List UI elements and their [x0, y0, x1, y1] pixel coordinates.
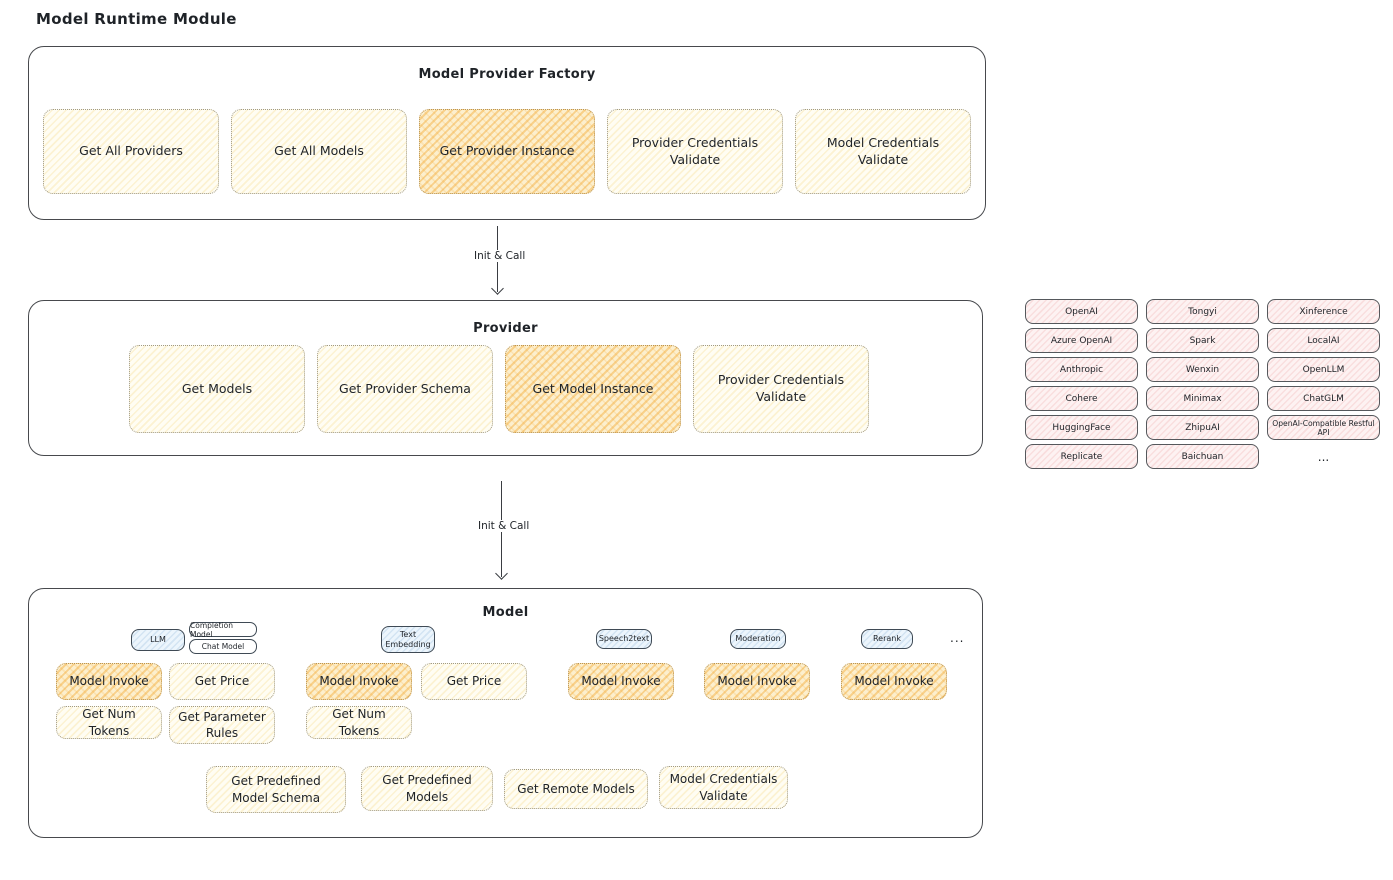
provider-item-azure-openai: Azure OpenAI [1025, 328, 1138, 353]
factory-panel: Model Provider Factory Get All Providers… [28, 46, 986, 220]
provider-item-localai: LocalAI [1267, 328, 1380, 353]
badge-text-embedding: Text Embedding [381, 626, 435, 653]
badge-rerank: Rerank [861, 629, 913, 649]
provider-item-anthropic: Anthropic [1025, 357, 1138, 382]
provider-item-zhipuai: ZhipuAI [1146, 415, 1259, 440]
node-get-model-instance: Get Model Instance [505, 345, 681, 433]
provider-panel: Provider Get Models Get Provider Schema … [28, 300, 983, 456]
model-types-ellipsis: ... [950, 631, 965, 645]
provider-item-chatglm: ChatGLM [1267, 386, 1380, 411]
provider-title: Provider [473, 321, 538, 336]
arrow-label-init-call-2: Init & Call [474, 520, 534, 532]
node-provider-credentials-validate-2: Provider Credentials Validate [693, 345, 869, 433]
providers-more-ellipsis: ... [1317, 449, 1330, 464]
provider-item-openai: OpenAI [1025, 299, 1138, 324]
node-embedding-model-invoke: Model Invoke [306, 663, 412, 700]
provider-button-row: Get Models Get Provider Schema Get Model… [129, 345, 869, 433]
provider-item-cohere: Cohere [1025, 386, 1138, 411]
node-llm-get-price: Get Price [169, 663, 275, 700]
provider-item-wenxin: Wenxin [1146, 357, 1259, 382]
provider-item-replicate: Replicate [1025, 444, 1138, 469]
providers-grid: OpenAI Tongyi Xinference Azure OpenAI Sp… [1025, 299, 1380, 469]
model-title: Model [482, 605, 529, 620]
provider-item-openllm: OpenLLM [1267, 357, 1380, 382]
arrow-label-init-call-1: Init & Call [470, 250, 530, 262]
provider-item-huggingface: HuggingFace [1025, 415, 1138, 440]
node-get-predefined-models: Get Predefined Models [361, 766, 493, 811]
factory-title: Model Provider Factory [418, 67, 596, 82]
node-model-credentials-validate: Model Credentials Validate [795, 109, 971, 194]
node-provider-credentials-validate: Provider Credentials Validate [607, 109, 783, 194]
badge-speech2text: Speech2text [596, 629, 652, 649]
node-get-remote-models: Get Remote Models [504, 769, 648, 809]
node-llm-get-num-tokens: Get Num Tokens [56, 706, 162, 739]
node-rerank-model-invoke: Model Invoke [841, 663, 947, 700]
provider-item-spark: Spark [1146, 328, 1259, 353]
node-model-credentials-validate-2: Model Credentials Validate [659, 766, 788, 809]
node-llm-get-parameter-rules: Get Parameter Rules [169, 706, 275, 744]
diagram-title: Model Runtime Module [36, 10, 237, 28]
provider-item-openai-compatible: OpenAI-Compatible Restful API [1267, 415, 1380, 440]
provider-item-xinference: Xinference [1267, 299, 1380, 324]
node-get-models: Get Models [129, 345, 305, 433]
provider-item-minimax: Minimax [1146, 386, 1259, 411]
node-get-all-providers: Get All Providers [43, 109, 219, 194]
model-panel: Model LLM Completion Model Chat Model Te… [28, 588, 983, 838]
factory-button-row: Get All Providers Get All Models Get Pro… [43, 109, 971, 194]
node-embedding-get-num-tokens: Get Num Tokens [306, 706, 412, 739]
provider-item-tongyi: Tongyi [1146, 299, 1259, 324]
badge-moderation: Moderation [730, 629, 786, 649]
badge-chat-model: Chat Model [189, 639, 257, 654]
node-llm-model-invoke: Model Invoke [56, 663, 162, 700]
node-moderation-model-invoke: Model Invoke [704, 663, 810, 700]
node-embedding-get-price: Get Price [421, 663, 527, 700]
node-speech-model-invoke: Model Invoke [568, 663, 674, 700]
badge-completion-model: Completion Model [189, 621, 257, 639]
badge-llm: LLM [131, 629, 185, 651]
provider-item-baichuan: Baichuan [1146, 444, 1259, 469]
node-get-all-models: Get All Models [231, 109, 407, 194]
node-get-provider-schema: Get Provider Schema [317, 345, 493, 433]
node-get-provider-instance: Get Provider Instance [419, 109, 595, 194]
node-get-predefined-model-schema: Get Predefined Model Schema [206, 766, 346, 813]
